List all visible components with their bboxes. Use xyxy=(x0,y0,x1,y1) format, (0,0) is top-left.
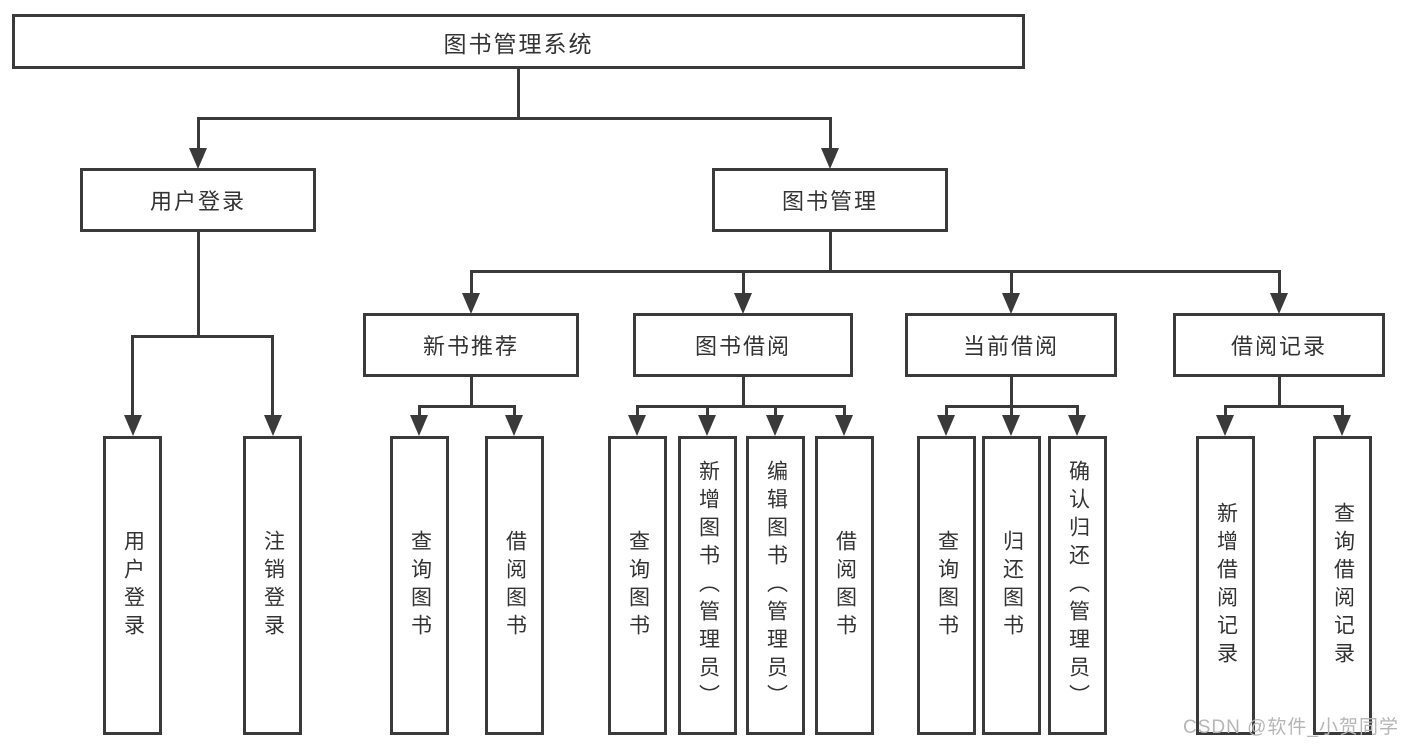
connector-root-hline xyxy=(197,117,832,120)
connector-stub-leaf-logout xyxy=(271,335,274,420)
arrowhead-borrow-recommend xyxy=(505,415,523,436)
leaf-edit-books-admin: 编辑图书（管理员） xyxy=(746,436,805,735)
leaf-query-books-borrow: 查询图书 xyxy=(608,436,667,735)
connector-stub-query-current xyxy=(945,405,948,419)
node-borrowing-records: 借阅记录 xyxy=(1173,313,1385,377)
connector-currentborrow-drop xyxy=(1010,377,1013,408)
leaf-query-books-recommend: 查询图书 xyxy=(390,436,449,735)
connector-stub-add-record xyxy=(1224,405,1227,419)
connector-bookborrow-hline xyxy=(636,405,846,408)
leaf-user-login: 用户登录 xyxy=(103,436,162,735)
arrowhead-query-record xyxy=(1333,415,1351,436)
leaf-return-books: 归还图书 xyxy=(982,436,1041,735)
connector-borrowrecord-hline xyxy=(1224,405,1344,408)
connector-root-drop xyxy=(517,68,520,120)
node-new-book-recommendation: 新书推荐 xyxy=(363,313,579,377)
connector-stub-user-login xyxy=(197,117,200,153)
leaf-confirm-return-admin: 确认归还（管理员） xyxy=(1048,436,1107,735)
node-user-login: 用户登录 xyxy=(80,168,316,232)
arrowhead-leaf-user-login xyxy=(124,415,142,436)
arrowhead-query-recommend xyxy=(410,415,428,436)
arrowhead-add-book xyxy=(698,415,716,436)
arrowhead-borrow-record xyxy=(1270,293,1288,314)
leaf-logout-login: 注销登录 xyxy=(243,436,302,735)
leaf-add-borrow-record: 新增借阅记录 xyxy=(1196,436,1255,735)
connector-stub-borrow-book xyxy=(843,405,846,419)
node-current-borrowing: 当前借阅 xyxy=(905,313,1117,377)
arrowhead-book-borrow xyxy=(734,293,752,314)
connector-stub-confirm-return xyxy=(1076,405,1079,419)
leaf-query-books-current: 查询图书 xyxy=(917,436,976,735)
connector-stub-leaf-user-login xyxy=(131,335,134,420)
arrowhead-user-login xyxy=(189,148,207,169)
leaf-borrow-books: 借阅图书 xyxy=(815,436,874,735)
connector-stub-borrow-record xyxy=(1278,270,1281,297)
csdn-watermark: CSDN @软件_小贺同学 xyxy=(1183,717,1399,738)
connector-bookmgmt-hline xyxy=(470,270,1281,273)
connector-stub-query-recommend xyxy=(418,405,421,419)
connector-bookmgmt-drop xyxy=(829,232,832,273)
leaf-borrow-books-recommend: 借阅图书 xyxy=(485,436,544,735)
connector-newbook-hline xyxy=(418,405,516,408)
connector-bookborrow-drop xyxy=(742,377,745,408)
arrowhead-return-book xyxy=(1002,415,1020,436)
arrowhead-query-borrow xyxy=(628,415,646,436)
arrowhead-query-current xyxy=(937,415,955,436)
connector-stub-add-book xyxy=(706,405,709,419)
connector-stub-current-borrow xyxy=(1010,270,1013,297)
connector-userlogin-hline xyxy=(131,335,274,338)
leaf-add-books-admin: 新增图书（管理员） xyxy=(678,436,737,735)
arrowhead-add-record xyxy=(1216,415,1234,436)
connector-stub-new-book xyxy=(470,270,473,297)
arrowhead-current-borrow xyxy=(1002,293,1020,314)
connector-newbook-drop xyxy=(470,377,473,408)
connector-stub-query-borrow xyxy=(636,405,639,419)
arrowhead-new-book xyxy=(462,293,480,314)
connector-stub-return-book xyxy=(1010,405,1013,419)
connector-borrowrecord-drop xyxy=(1278,377,1281,408)
arrowhead-confirm-return xyxy=(1068,415,1086,436)
connector-stub-book-borrow xyxy=(742,270,745,297)
node-library-system: 图书管理系统 xyxy=(12,14,1025,69)
arrowhead-leaf-logout xyxy=(264,415,282,436)
node-book-borrowing: 图书借阅 xyxy=(633,313,853,377)
arrowhead-borrow-book xyxy=(835,415,853,436)
connector-stub-borrow-recommend xyxy=(513,405,516,419)
connector-stub-query-record xyxy=(1341,405,1344,419)
arrowhead-book-management xyxy=(821,148,839,169)
leaf-query-borrow-record: 查询借阅记录 xyxy=(1313,436,1372,735)
node-book-management: 图书管理 xyxy=(712,168,948,232)
connector-stub-edit-book xyxy=(774,405,777,419)
connector-stub-book-management xyxy=(829,117,832,153)
arrowhead-edit-book xyxy=(766,415,784,436)
connector-userlogin-drop xyxy=(197,232,200,338)
